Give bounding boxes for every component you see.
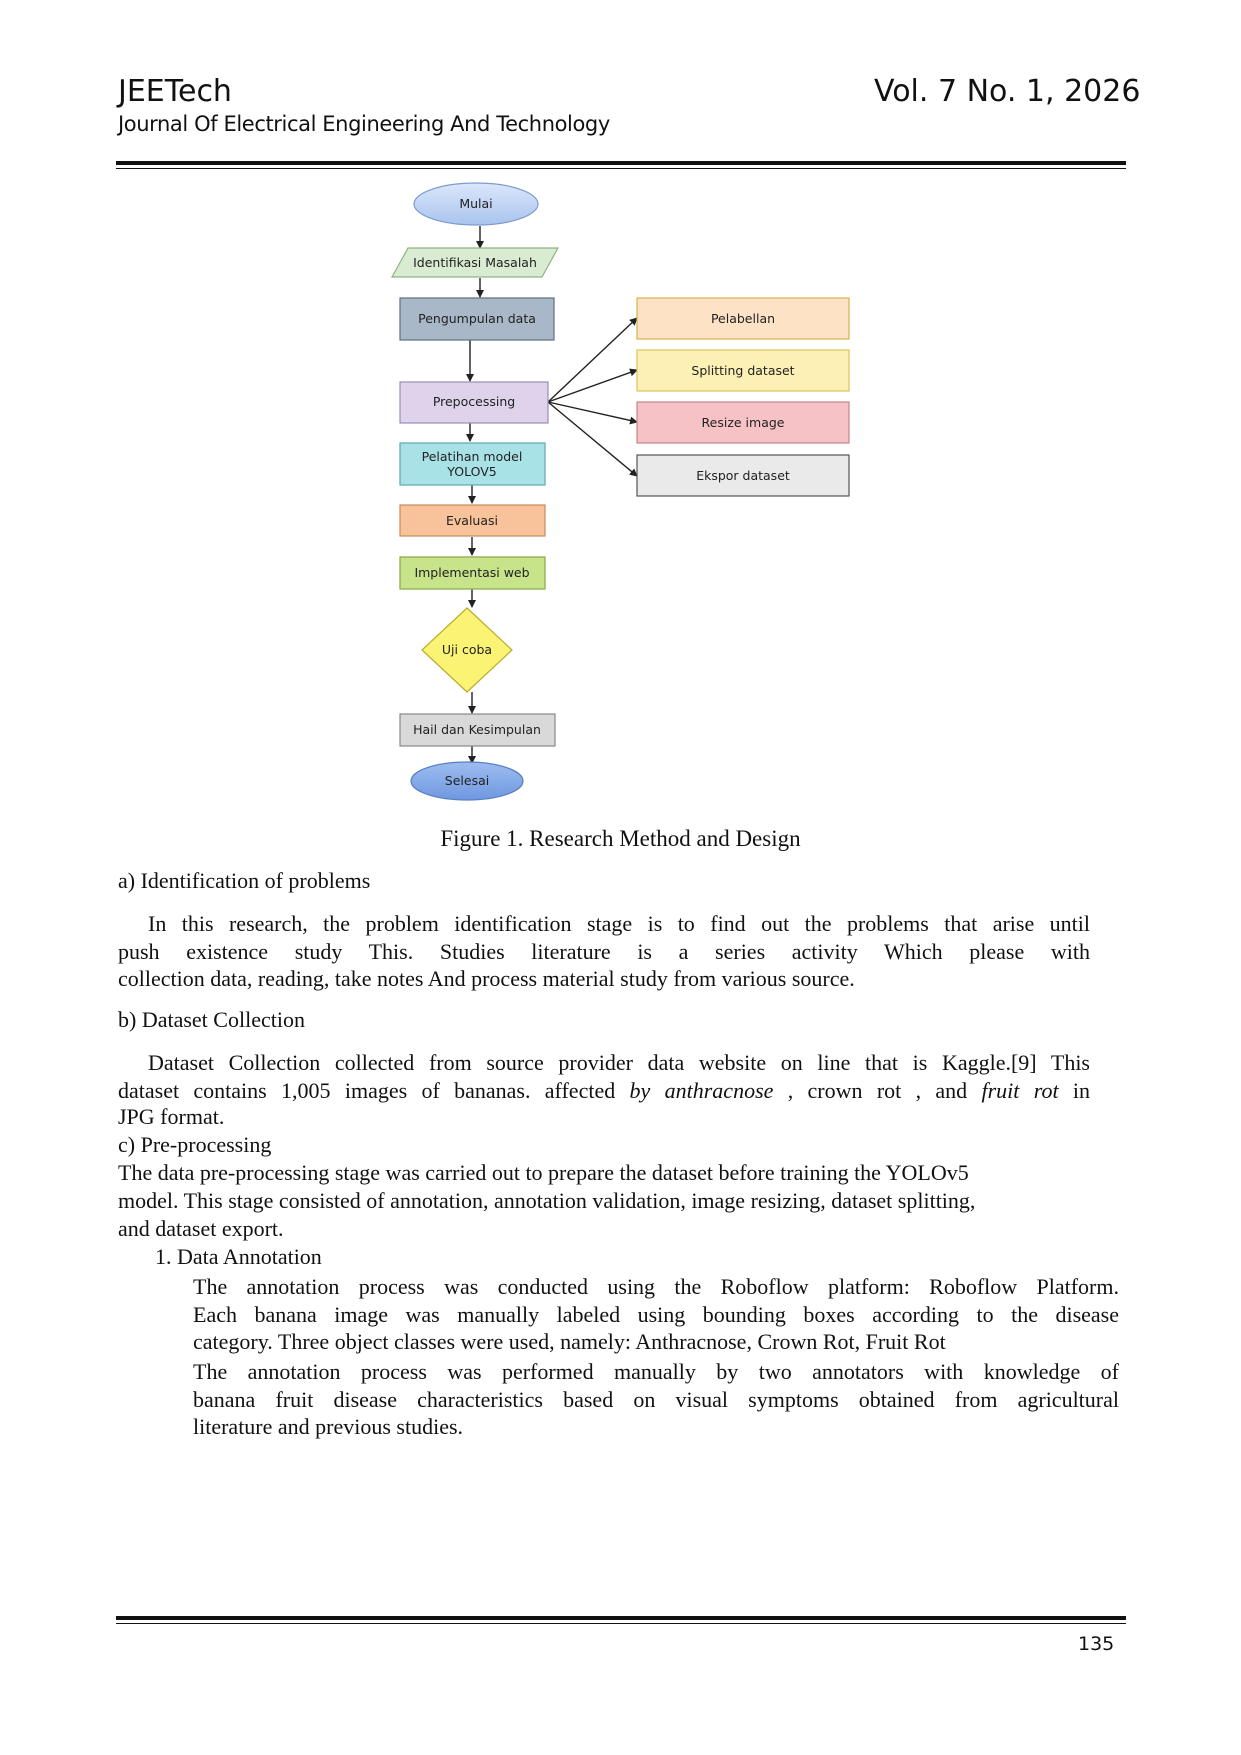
section-c-line-1: The data pre-processing stage was carrie… [118, 1160, 969, 1185]
svg-text:Evaluasi: Evaluasi [446, 513, 498, 528]
section-b-line-1: Dataset Collection collected from source… [148, 1050, 1090, 1075]
section-a-line-2: push existence study This. Studies liter… [118, 939, 1090, 964]
flow-collect-node: Pengumpulan data [399, 297, 555, 341]
svg-text:Pengumpulan data: Pengumpulan data [418, 311, 536, 326]
item-1-line-3: category. Three object classes were used… [193, 1329, 946, 1354]
svg-text:Prepocessing: Prepocessing [433, 394, 515, 409]
section-c-heading: c) Pre-processing [118, 1132, 272, 1157]
journal-name: JEETech [118, 74, 232, 109]
footer-rule-thin [116, 1623, 1126, 1624]
svg-text:Selesai: Selesai [445, 773, 489, 788]
text-run: , crown rot , and [773, 1078, 982, 1103]
section-b-line-3: JPG format. [118, 1104, 225, 1129]
svg-text:Identifikasi Masalah: Identifikasi Masalah [413, 255, 537, 270]
section-b-heading: b) Dataset Collection [118, 1007, 305, 1032]
flowchart-diagram: Mulai Identifikasi Masalah Pengumpulan d… [390, 182, 850, 801]
volume-issue: Vol. 7 No. 1, 2026 [874, 74, 1141, 109]
item-1-line-5: banana fruit disease characteristics bas… [193, 1387, 1119, 1412]
item-1-heading: 1. Data Annotation [155, 1244, 322, 1269]
italic-term-fruit-rot: fruit rot [981, 1078, 1059, 1103]
journal-full-title: Journal Of Electrical Engineering And Te… [118, 112, 610, 136]
section-a-line-3: collection data, reading, take notes And… [118, 966, 855, 991]
figure-caption: Figure 1. Research Method and Design [440, 826, 801, 851]
svg-text:Uji coba: Uji coba [442, 642, 492, 657]
svg-text:YOLOV5: YOLOV5 [446, 464, 496, 479]
flow-train-node: Pelatihan model YOLOV5 [399, 442, 546, 486]
header-rule-thick [116, 161, 1126, 165]
svg-text:Mulai: Mulai [459, 196, 492, 211]
page-number: 135 [1078, 1633, 1115, 1655]
flow-result-node: Hail dan Kesimpulan [399, 713, 556, 747]
flow-splitting-node: Splitting dataset [636, 349, 850, 392]
svg-text:Resize image: Resize image [702, 415, 785, 430]
flow-evaluate-node: Evaluasi [399, 504, 546, 537]
flow-implement-node: Implementasi web [399, 556, 546, 590]
svg-text:Implementasi web: Implementasi web [414, 565, 529, 580]
text-run: dataset contains 1,005 images of bananas… [118, 1078, 630, 1103]
item-1-line-4: The annotation process was performed man… [193, 1359, 1119, 1384]
flow-identify-node: Identifikasi Masalah [390, 247, 560, 278]
arrow-to-export [547, 401, 638, 477]
flow-test-node: Uji coba [421, 607, 513, 693]
arrow-to-resize [547, 401, 638, 425]
item-1-line-2: Each banana image was manually labeled u… [193, 1302, 1119, 1327]
arrow-to-splitting [547, 368, 638, 403]
text-run: in [1058, 1078, 1091, 1103]
flow-preprocess-node: Prepocessing [399, 381, 549, 424]
footer-rule-thick [116, 1616, 1126, 1620]
section-c-line-2: model. This stage consisted of annotatio… [118, 1188, 976, 1213]
section-a-line-1: In this research, the problem identifica… [148, 911, 1090, 936]
svg-text:Splitting dataset: Splitting dataset [691, 363, 794, 378]
svg-text:Pelatihan model: Pelatihan model [422, 449, 523, 464]
section-c-line-3: and dataset export. [118, 1216, 284, 1241]
flow-end-node: Selesai [410, 761, 524, 801]
svg-text:Hail dan Kesimpulan: Hail dan Kesimpulan [413, 722, 541, 737]
flow-export-node: Ekspor dataset [636, 454, 850, 497]
item-1-line-1: The annotation process was conducted usi… [193, 1274, 1119, 1299]
flow-resize-node: Resize image [636, 401, 850, 444]
italic-term-anthracnose: by anthracnose [629, 1078, 774, 1103]
flow-labeling-node: Pelabellan [636, 297, 850, 340]
flow-start-node: Mulai [413, 182, 539, 226]
item-1-line-6: literature and previous studies. [193, 1414, 464, 1439]
section-a-heading: a) Identification of problems [118, 868, 371, 893]
svg-text:Ekspor dataset: Ekspor dataset [696, 468, 790, 483]
svg-text:Pelabellan: Pelabellan [711, 311, 775, 326]
section-b-line-2: dataset contains 1,005 images of bananas… [118, 1077, 1090, 1105]
arrow-to-labeling [547, 317, 638, 403]
header-rule-thin [116, 168, 1126, 169]
